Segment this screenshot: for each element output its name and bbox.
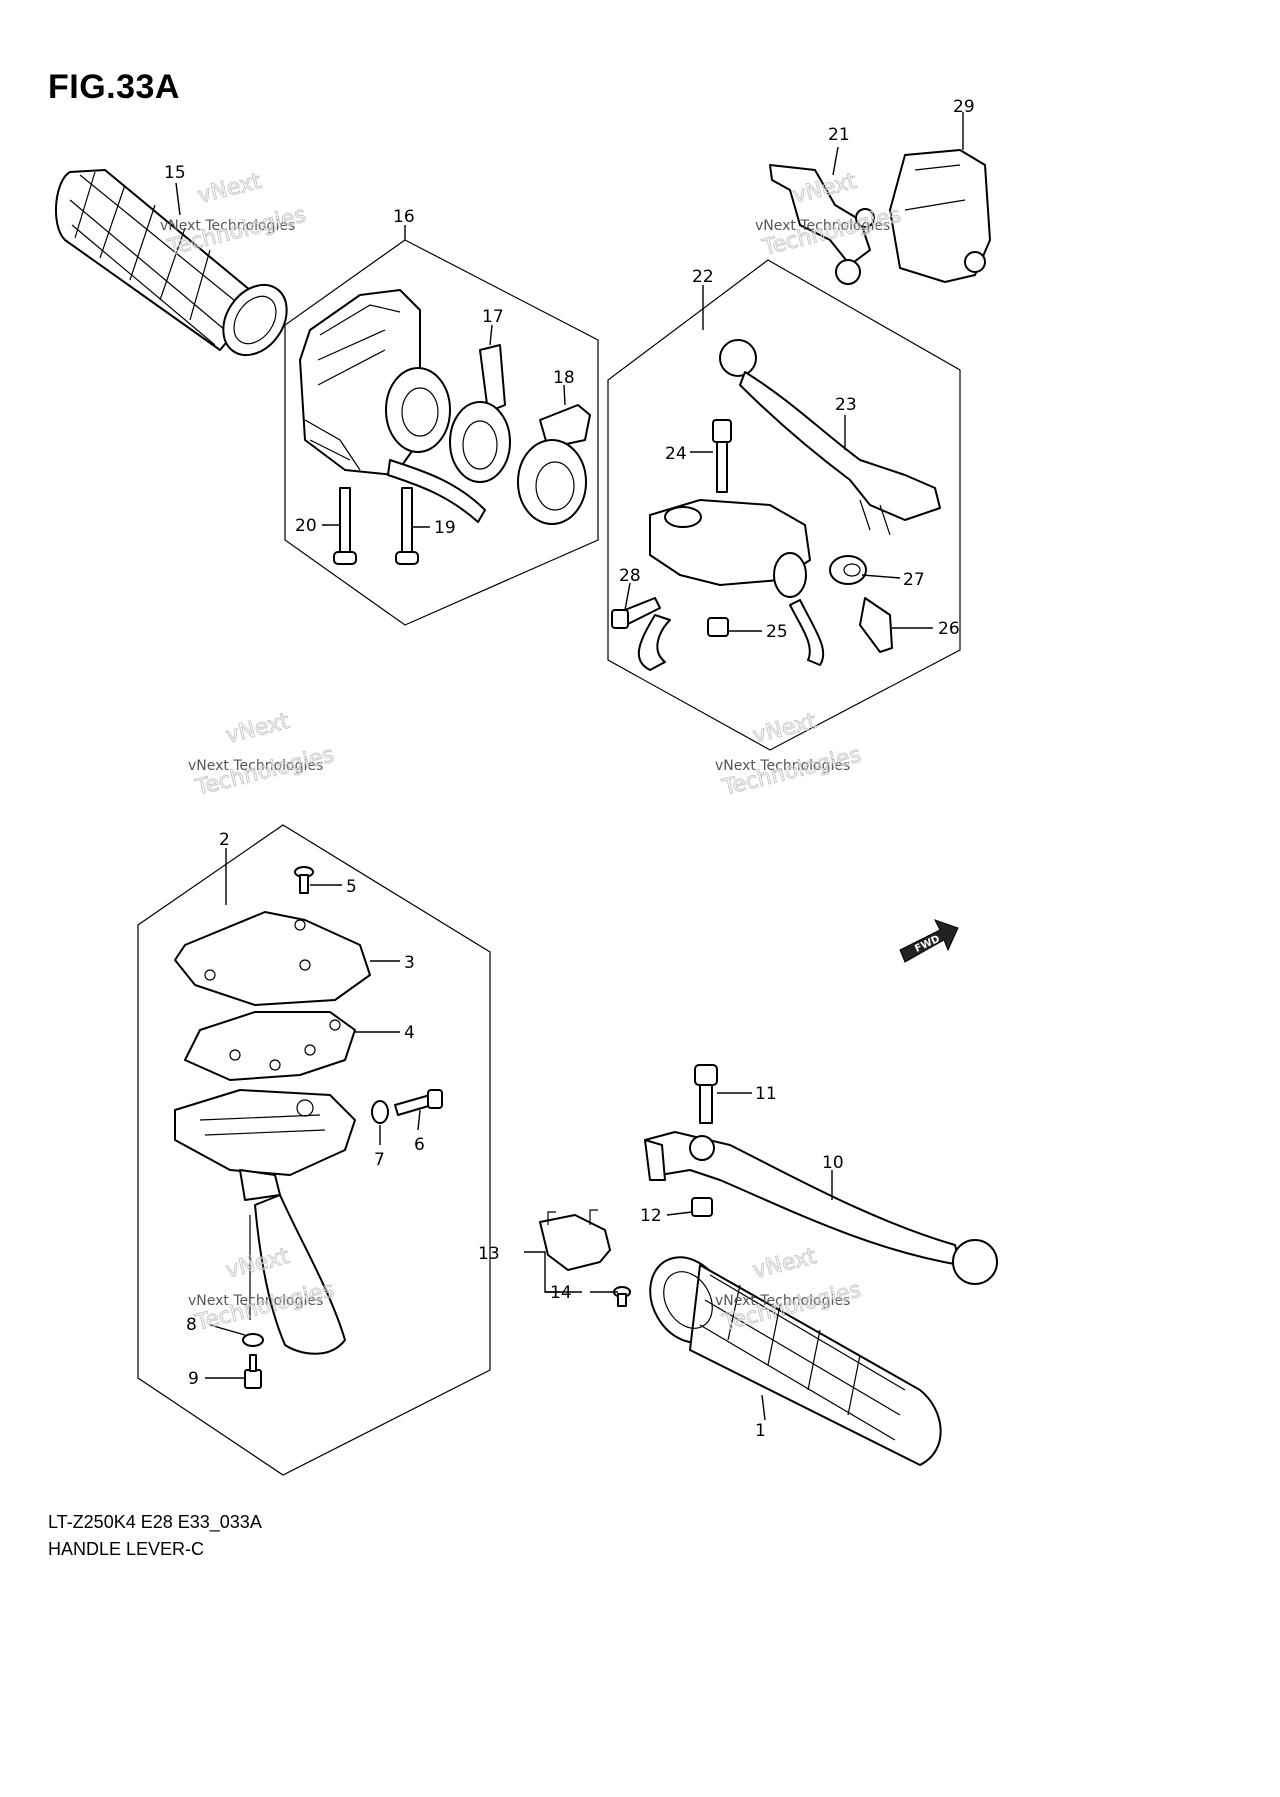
- callout-2: 2: [219, 830, 230, 850]
- callout-27: 27: [903, 570, 925, 590]
- watermark-text: vNext Technologies: [188, 758, 323, 774]
- section-name: HANDLE LEVER-C: [48, 1539, 205, 1559]
- callout-22: 22: [692, 267, 714, 287]
- washer-8: [242, 1333, 264, 1347]
- nut-12: [691, 1197, 713, 1217]
- choke-lever-21: [769, 164, 875, 285]
- callout-19: 19: [434, 518, 456, 538]
- screw-5: [294, 866, 314, 894]
- watermark-technologies: Technologies: [164, 202, 308, 261]
- bolt-6: [394, 1089, 443, 1116]
- group-outline-22: [607, 259, 961, 751]
- callout-1: 1: [755, 1421, 766, 1441]
- throttle-case-18: [517, 404, 591, 525]
- lever-holder-22: [637, 499, 825, 671]
- callout-21: 21: [828, 125, 850, 145]
- callout-13: 13: [478, 1244, 500, 1264]
- grip-right-1: [649, 1256, 942, 1466]
- figure-title: FIG.33A: [48, 68, 180, 106]
- master-cylinder-2: [174, 1089, 356, 1355]
- model-code: LT-Z250K4 E28 E33_033A: [48, 1512, 262, 1532]
- watermark-technologies: Technologies: [719, 742, 863, 801]
- gasket-4: [184, 1011, 356, 1081]
- callout-17: 17: [482, 307, 504, 327]
- throttle-lever-17: [449, 344, 511, 483]
- callout-7: 7: [374, 1150, 385, 1170]
- bolt-28: [611, 597, 661, 629]
- watermark-mid-right: vNext vNext Technologies Technologies: [715, 708, 864, 801]
- callout-26: 26: [938, 619, 960, 639]
- screw-19: [395, 487, 419, 565]
- watermark-text: vNext Technologies: [188, 1293, 323, 1309]
- watermark-text: vNext Technologies: [715, 758, 850, 774]
- watermark-text: vNext Technologies: [755, 218, 890, 234]
- screw-14: [613, 1286, 631, 1307]
- watermark-vnext: vNext: [223, 709, 292, 749]
- callout-18: 18: [553, 368, 575, 388]
- brake-lever-10: [644, 1131, 998, 1285]
- washer-7: [371, 1100, 389, 1124]
- leader-lines: [175, 112, 964, 1421]
- callout-8: 8: [186, 1315, 197, 1335]
- nut-25: [707, 617, 729, 637]
- callout-11: 11: [755, 1084, 777, 1104]
- bolt-9: [244, 1354, 262, 1389]
- watermark-text: vNext Technologies: [715, 1293, 850, 1309]
- grip-left-15: [54, 169, 288, 357]
- adjuster-26: [859, 597, 893, 653]
- callout-29: 29: [953, 97, 975, 117]
- callout-20: 20: [295, 516, 317, 536]
- watermark-text: vNext Technologies: [160, 218, 295, 234]
- pivot-bolt-24: [712, 419, 732, 493]
- callout-25: 25: [766, 622, 788, 642]
- pivot-bolt-11: [694, 1064, 718, 1124]
- brake-lever-23: [719, 339, 941, 536]
- switch-housing-16: [299, 289, 486, 523]
- callout-10: 10: [822, 1153, 844, 1173]
- watermark-vnext: vNext: [195, 169, 264, 209]
- group-outline-16: [284, 239, 599, 626]
- callout-labels: 15 16 17 18 19 20 21 29 22 23 24 25 26 2…: [164, 97, 975, 1441]
- fwd-direction-badge: FWD: [899, 919, 959, 963]
- callout-3: 3: [404, 953, 415, 973]
- callout-6: 6: [414, 1135, 425, 1155]
- watermark-vnext: vNext: [750, 1244, 819, 1284]
- callout-16: 16: [393, 207, 415, 227]
- watermark-technologies: Technologies: [192, 742, 336, 801]
- group-outline-2: [137, 824, 491, 1476]
- callout-28: 28: [619, 566, 641, 586]
- cover-3: [174, 911, 371, 1006]
- callout-23: 23: [835, 395, 857, 415]
- callout-9: 9: [188, 1369, 199, 1389]
- callout-5: 5: [346, 877, 357, 897]
- watermark-mid-left: vNext vNext Technologies Technologies: [188, 708, 337, 801]
- callout-14: 14: [550, 1283, 572, 1303]
- choke-cover-29: [889, 149, 991, 283]
- callout-12: 12: [640, 1206, 662, 1226]
- adjuster-nut-27: [829, 555, 867, 585]
- callout-4: 4: [404, 1023, 415, 1043]
- brake-switch-13: [539, 1209, 611, 1271]
- screw-20: [333, 487, 357, 565]
- callout-24: 24: [665, 444, 687, 464]
- callout-15: 15: [164, 163, 186, 183]
